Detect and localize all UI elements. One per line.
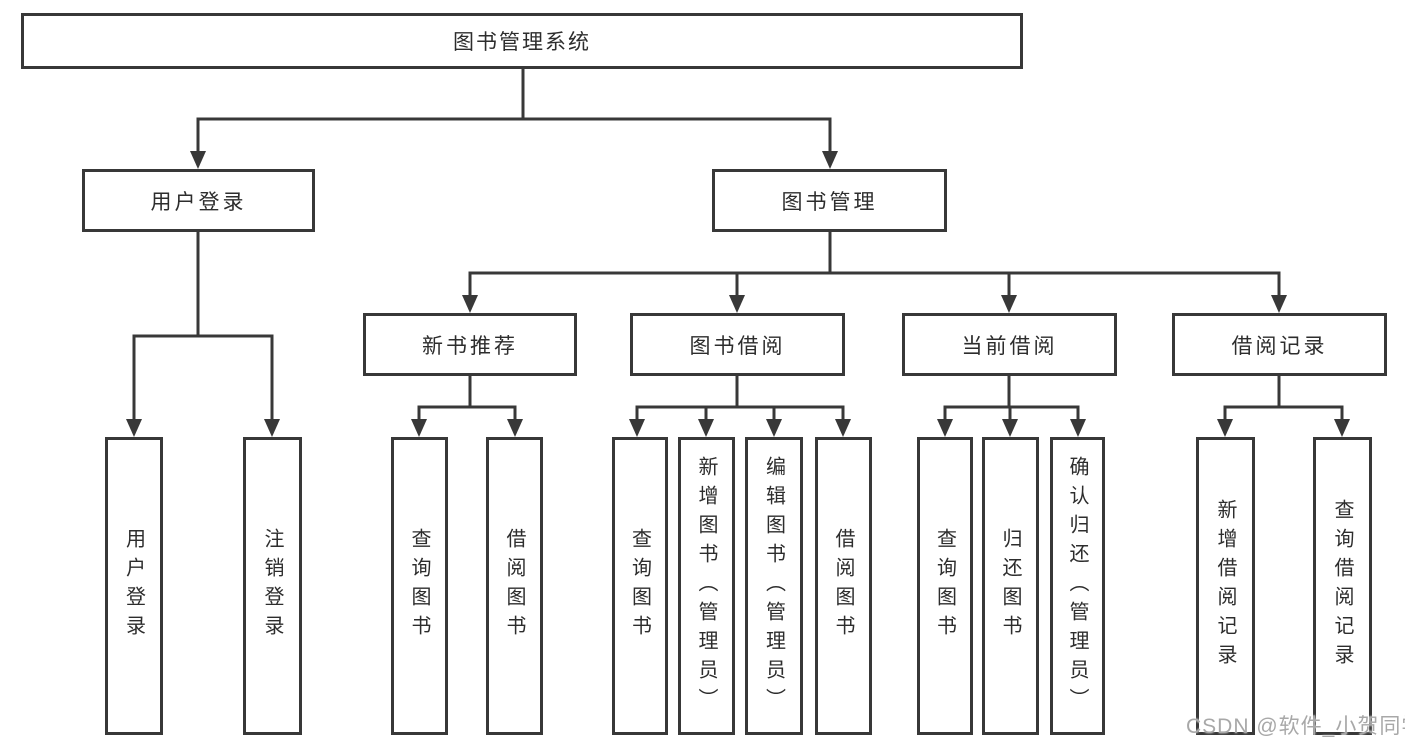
leaf-query-books-current: 查询图书 (917, 437, 973, 735)
leaf-edit-books-admin: 编辑图书（管理员） (745, 437, 803, 735)
connector-root-to-level2 (190, 67, 838, 169)
leaf-return-books: 归还图书 (982, 437, 1039, 735)
node-library-management-system: 图书管理系统 (21, 13, 1023, 69)
leaf-label: 确认归还（管理员） (1066, 455, 1088, 717)
leaf-confirm-return-admin: 确认归还（管理员） (1050, 437, 1105, 735)
node-current-borrow: 当前借阅 (902, 313, 1117, 376)
leaf-label: 新增图书（管理员） (695, 455, 717, 717)
leaf-query-books-borrow: 查询图书 (612, 437, 668, 735)
leaf-borrow-books-recommend: 借阅图书 (486, 437, 543, 735)
connector-user-login-children (126, 230, 280, 437)
connector-book-borrow-children (629, 374, 851, 437)
leaf-borrow-books: 借阅图书 (815, 437, 872, 735)
leaf-user-login: 用户登录 (105, 437, 163, 735)
node-book-management: 图书管理 (712, 169, 947, 232)
leaf-label: 借阅图书 (503, 528, 525, 644)
leaf-label: 查询图书 (628, 528, 651, 644)
node-new-book-recommend: 新书推荐 (363, 313, 577, 376)
leaf-label: 用户登录 (122, 528, 145, 644)
connector-book-management-children (462, 230, 1287, 313)
leaf-label: 查询图书 (408, 528, 430, 644)
leaf-query-books-recommend: 查询图书 (391, 437, 448, 735)
node-book-borrow: 图书借阅 (630, 313, 845, 376)
leaf-label: 借阅图书 (832, 528, 854, 644)
connector-borrow-records-children (1217, 374, 1350, 437)
leaf-query-borrow-record: 查询借阅记录 (1313, 437, 1372, 735)
connector-current-borrow-children (937, 374, 1086, 437)
leaf-label: 注销登录 (261, 528, 283, 644)
csdn-watermark: CSDN @软件_小贺同学 (1186, 715, 1405, 738)
node-user-login: 用户登录 (82, 169, 315, 232)
leaf-add-borrow-record: 新增借阅记录 (1196, 437, 1255, 735)
node-borrow-records: 借阅记录 (1172, 313, 1387, 376)
leaf-logout: 注销登录 (243, 437, 302, 735)
leaf-label: 编辑图书（管理员） (762, 455, 785, 717)
leaf-label: 查询图书 (933, 528, 956, 644)
leaf-add-books-admin: 新增图书（管理员） (678, 437, 735, 735)
leaf-label: 归还图书 (999, 528, 1021, 644)
connector-new-book-children (411, 374, 523, 437)
leaf-label: 查询借阅记录 (1331, 499, 1353, 673)
leaf-label: 新增借阅记录 (1214, 499, 1236, 673)
